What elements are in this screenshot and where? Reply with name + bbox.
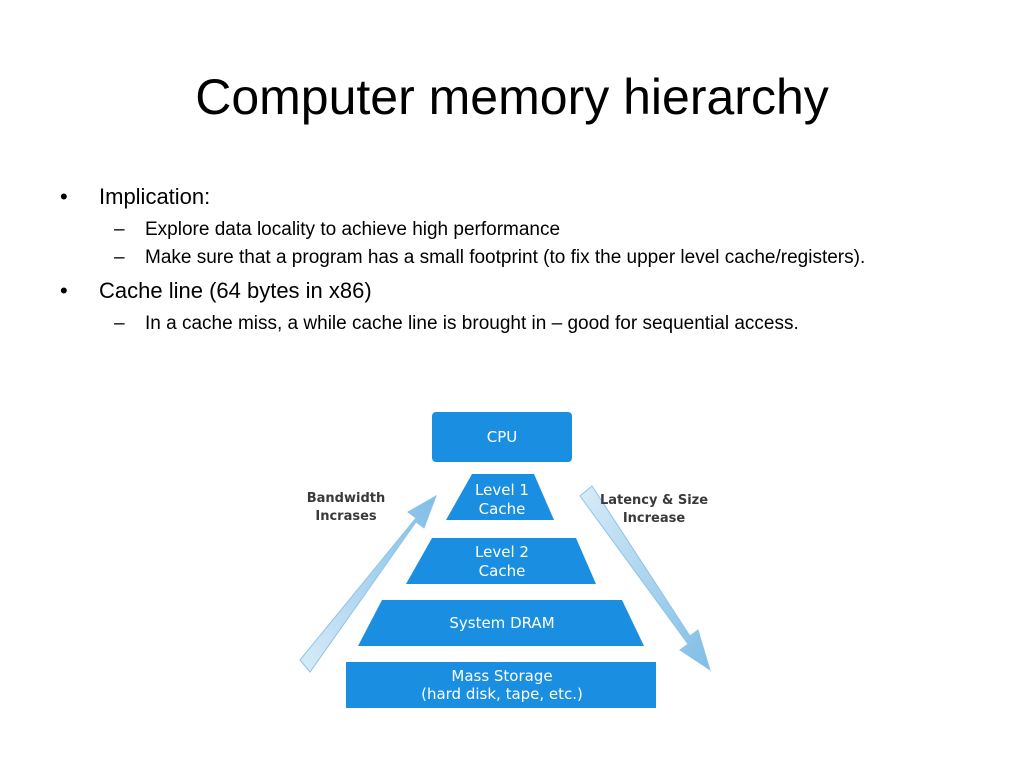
latency-size-label: Increase — [623, 511, 686, 526]
level-label: System DRAM — [449, 614, 554, 632]
memory-hierarchy-diagram: CPU Level 1 Cache Level 2 Cache System D… — [296, 404, 720, 712]
sub-bullet-text: Make sure that a program has a small foo… — [145, 247, 866, 268]
sub-bullet-text: In a cache miss, a while cache line is b… — [145, 313, 799, 334]
level-l1-cache — [446, 474, 554, 520]
dash-mark: – — [114, 219, 125, 240]
level-label: Mass Storage — [451, 667, 552, 685]
arrow-up-right-icon — [299, 494, 437, 673]
level-label: CPU — [487, 428, 518, 446]
bullet-text: Cache line (64 bytes in x86) — [99, 278, 372, 303]
level-cpu — [432, 412, 572, 462]
dash-mark: – — [114, 313, 125, 334]
bullet-text: Implication: — [99, 184, 211, 209]
bullet-list: • Implication: – Explore data locality t… — [56, 180, 976, 340]
level-label: Cache — [479, 562, 526, 580]
level-label: Cache — [479, 500, 526, 518]
arrow-down-right-icon — [579, 485, 711, 672]
latency-size-label: Latency & Size — [600, 493, 708, 508]
level-l2-cache — [406, 538, 596, 584]
level-system-dram — [358, 600, 644, 646]
bullet-mark: • — [60, 184, 68, 209]
bullet-item: • Cache line (64 bytes in x86) — [56, 274, 976, 308]
slide-title: Computer memory hierarchy — [195, 69, 829, 125]
dash-mark: – — [114, 247, 125, 268]
bandwidth-label: Bandwidth — [307, 491, 385, 506]
level-mass-storage — [346, 662, 656, 708]
sub-bullet-item: – In a cache miss, a while cache line is… — [56, 312, 976, 335]
level-label: Level 2 — [475, 543, 529, 561]
sub-bullet-item: – Make sure that a program has a small f… — [56, 246, 976, 269]
level-label: Level 1 — [475, 481, 529, 499]
bullet-item: • Implication: — [56, 180, 976, 214]
bandwidth-label: Incrases — [315, 509, 377, 524]
sub-bullet-item: – Explore data locality to achieve high … — [56, 218, 976, 241]
sub-bullet-text: Explore data locality to achieve high pe… — [145, 219, 561, 240]
bullet-mark: • — [60, 278, 68, 303]
level-label: (hard disk, tape, etc.) — [421, 685, 583, 703]
